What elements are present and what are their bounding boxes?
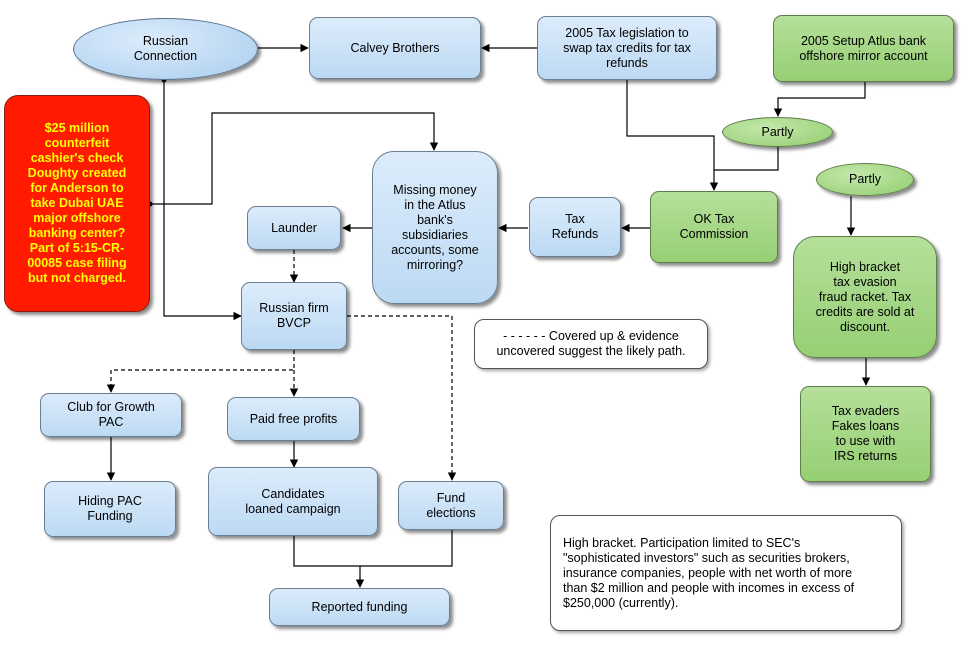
arrow-check-to-missing bbox=[150, 112, 439, 205]
russian-firm-node: Russian firm BVCP bbox=[241, 282, 347, 350]
arrow-firm-to-club bbox=[106, 350, 295, 393]
covered-up-note: - - - - - - Covered up & evidence uncove… bbox=[474, 319, 708, 369]
club-for-growth-node: Club for Growth PAC bbox=[40, 393, 182, 437]
calvey-brothers-node: Calvey Brothers bbox=[309, 17, 481, 79]
arrow-russian-to-firm bbox=[163, 80, 242, 321]
launder-node: Launder bbox=[247, 206, 341, 250]
high-bracket-racket-node: High bracket tax evasion fraud racket. T… bbox=[793, 236, 937, 358]
russian-connection-node: Russian Connection bbox=[73, 18, 258, 80]
arrow-firm-to-elections bbox=[347, 315, 457, 481]
tax-evaders-node: Tax evaders Fakes loans to use with IRS … bbox=[800, 386, 931, 482]
paid-free-profits-node: Paid free profits bbox=[227, 397, 360, 441]
counterfeit-check-node: $25 million counterfeit cashier's check … bbox=[4, 95, 150, 312]
reported-funding-node: Reported funding bbox=[269, 588, 450, 626]
candidates-loaned-node: Candidates loaned campaign bbox=[208, 467, 378, 536]
arrow-elections-to-reported bbox=[360, 530, 453, 567]
partly-right-node: Partly bbox=[816, 163, 914, 196]
atlus-setup-node: 2005 Setup Atlus bank offshore mirror ac… bbox=[773, 15, 954, 82]
high-bracket-note: High bracket. Participation limited to S… bbox=[550, 515, 902, 631]
tax-refunds-node: Tax Refunds bbox=[529, 197, 621, 257]
arrow-partly-to-ok-tax bbox=[714, 146, 779, 171]
arrow-legislation-to-ok-tax bbox=[626, 80, 719, 191]
tax-legislation-node: 2005 Tax legislation to swap tax credits… bbox=[537, 16, 717, 80]
fund-elections-node: Fund elections bbox=[398, 481, 504, 530]
partly-top-node: Partly bbox=[722, 117, 833, 147]
hiding-pac-node: Hiding PAC Funding bbox=[44, 481, 176, 537]
ok-tax-commission-node: OK Tax Commission bbox=[650, 191, 778, 263]
arrow-atlus-to-partly bbox=[773, 82, 866, 117]
missing-money-node: Missing money in the Atlus bank's subsid… bbox=[372, 151, 498, 304]
arrow-candidates-to-reported bbox=[293, 536, 365, 588]
